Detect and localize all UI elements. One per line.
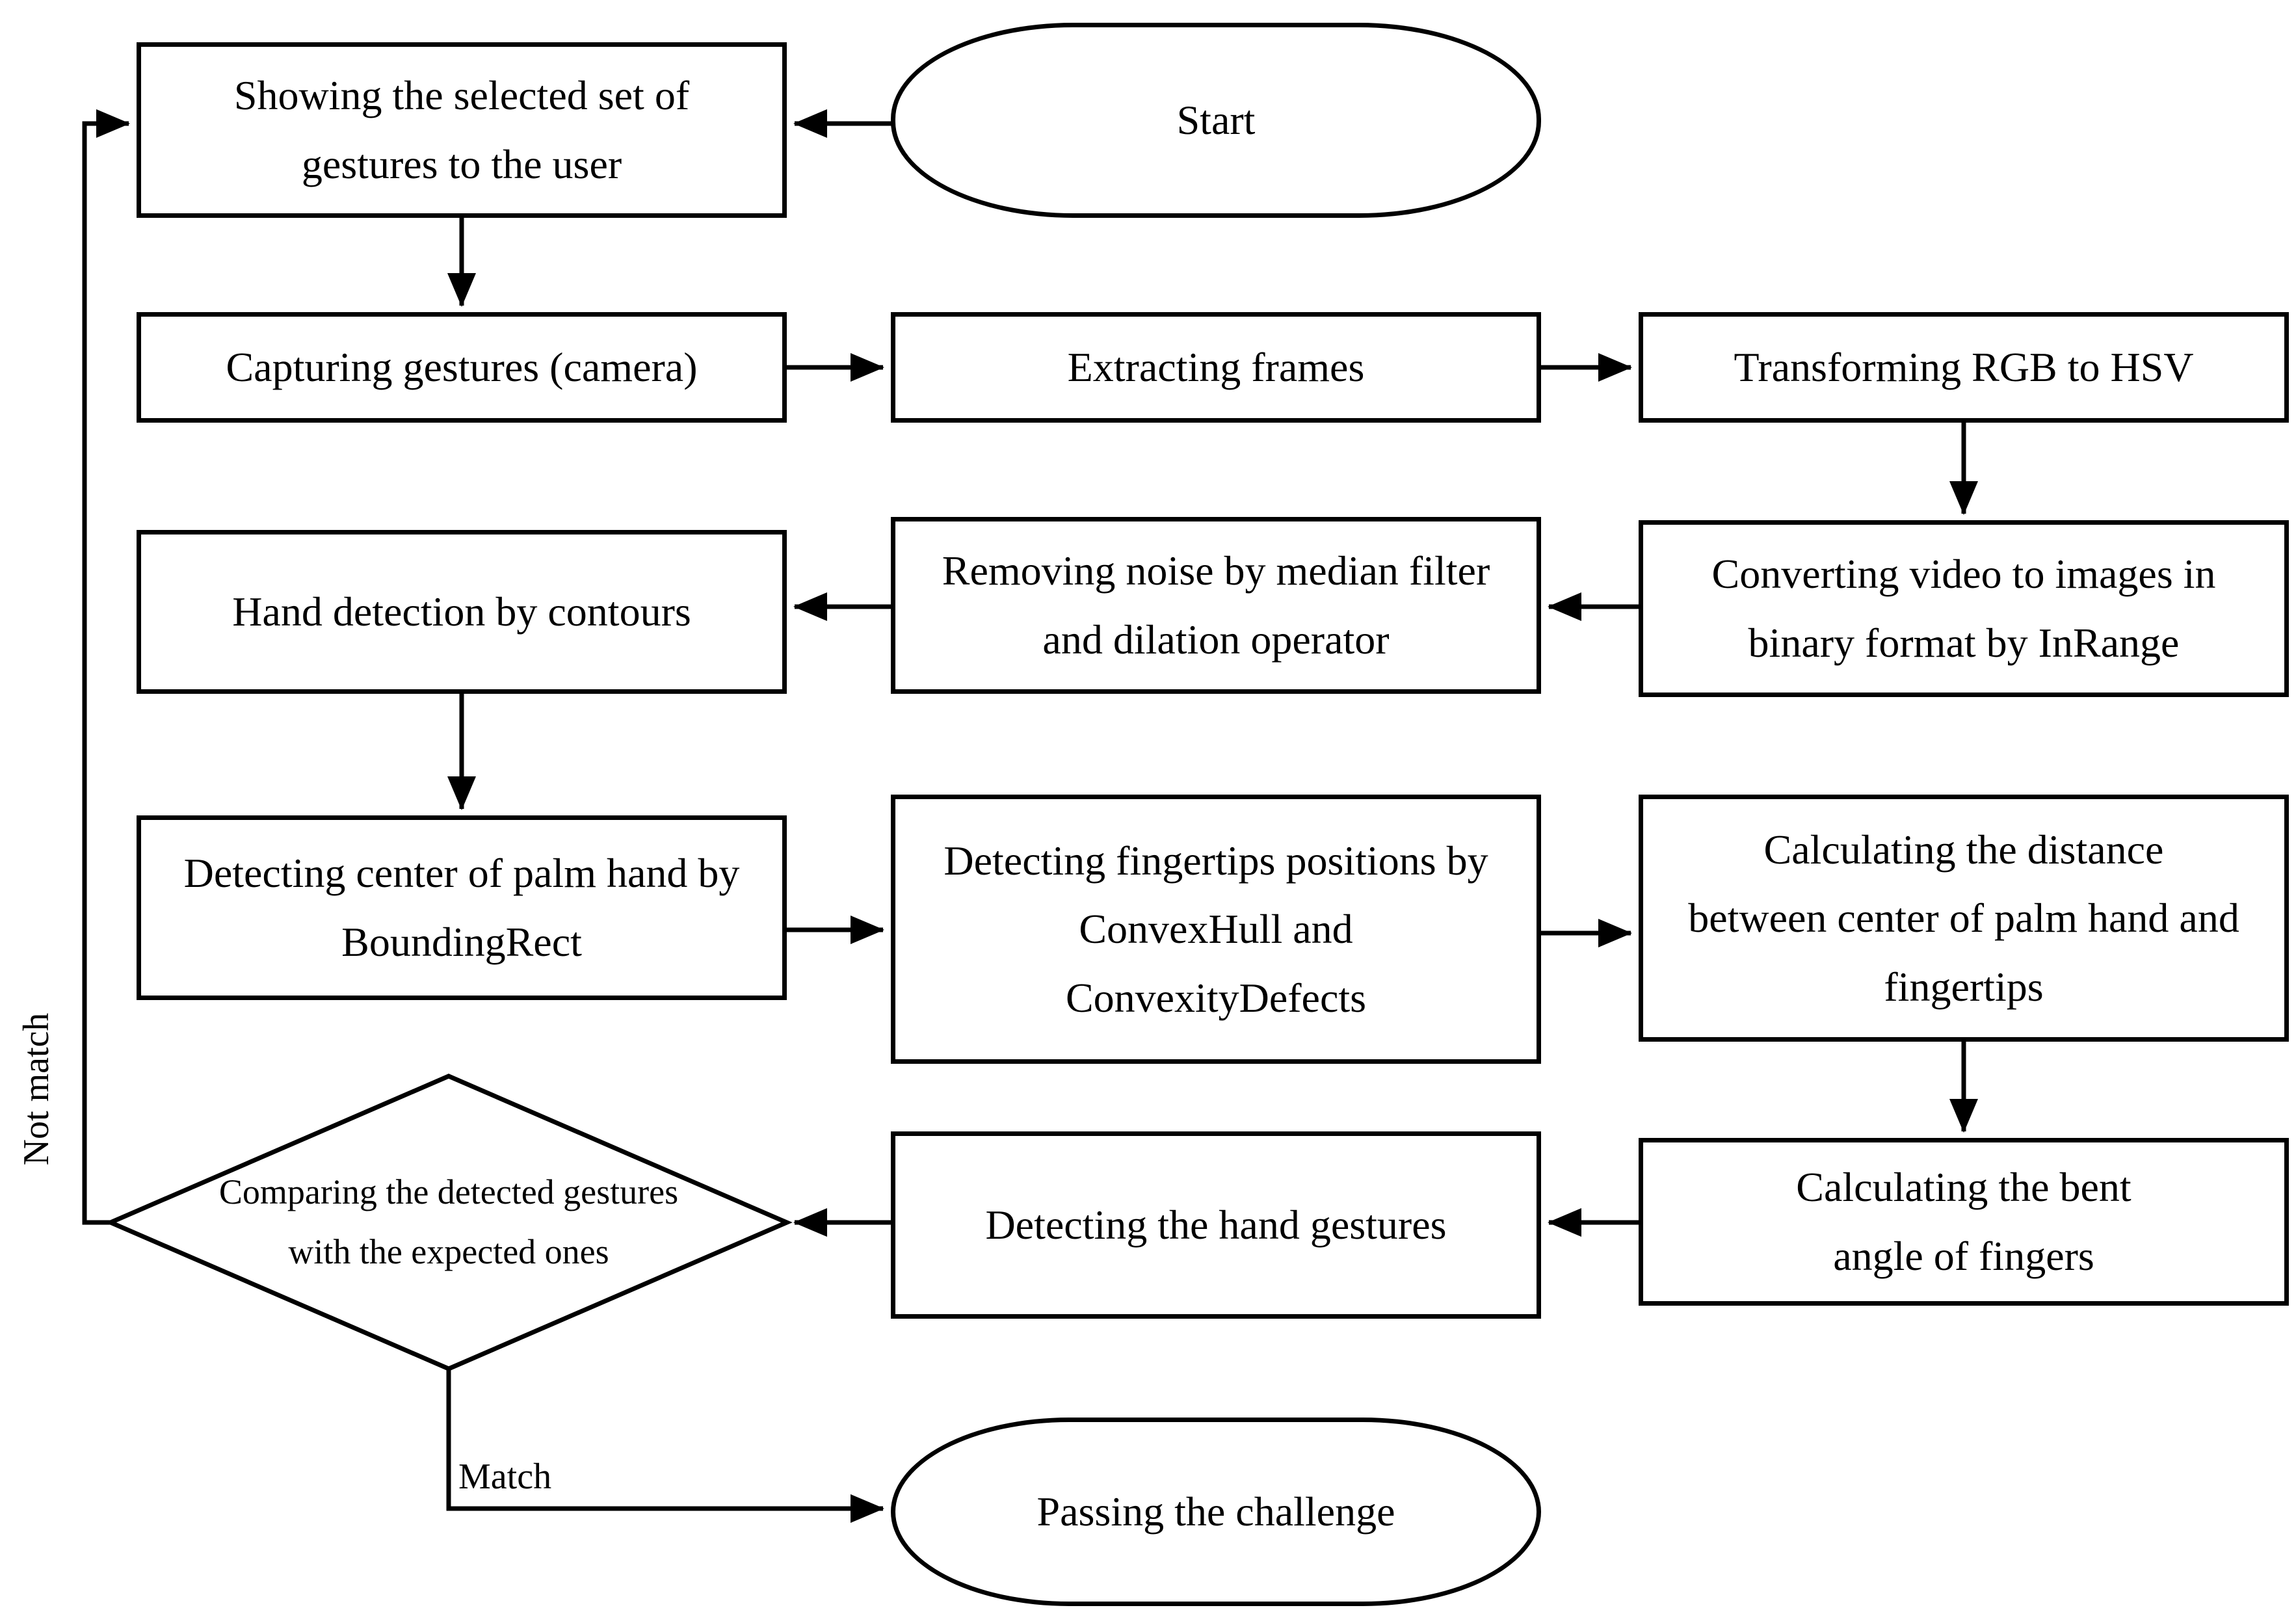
process-converting: Converting video to images in binary for… (1639, 520, 2289, 697)
process-converting-label: Converting video to images in binary for… (1711, 551, 2216, 666)
process-capturing: Capturing gestures (camera) (137, 312, 787, 423)
process-calc-bent-label: Calculating the bent angle of fingers (1796, 1164, 2131, 1279)
process-transforming-label: Transforming RGB to HSV (1734, 344, 2194, 391)
process-detect-gestures-label: Detecting the hand gestures (985, 1202, 1447, 1248)
process-removing-label: Removing noise by median filter and dila… (942, 548, 1490, 663)
process-transforming: Transforming RGB to HSV (1639, 312, 2289, 423)
terminator-start: Start (891, 23, 1541, 218)
process-show-gestures-label: Showing the selected set of gestures to … (233, 72, 690, 187)
terminator-start-label: Start (1176, 97, 1256, 144)
edge-label-not-match: Not match (16, 1012, 57, 1166)
process-capturing-label: Capturing gestures (camera) (226, 344, 698, 391)
edge-comparing-not-match-to-show-gestures (82, 109, 130, 1225)
process-calc-distance: Calculating the distance between center … (1639, 795, 2289, 1042)
decision-comparing: Comparing the detected gestures with the… (156, 1109, 741, 1336)
process-detect-gestures: Detecting the hand gestures (891, 1131, 1541, 1319)
process-detect-center: Detecting center of palm hand by Boundin… (137, 815, 787, 1000)
process-calc-bent: Calculating the bent angle of fingers (1639, 1138, 2289, 1306)
decision-comparing-label: Comparing the detected gestures with the… (218, 1172, 679, 1271)
process-detect-fingertips: Detecting fingertips positions by Convex… (891, 795, 1541, 1064)
process-detect-center-label: Detecting center of palm hand by Boundin… (183, 850, 740, 965)
process-show-gestures: Showing the selected set of gestures to … (137, 42, 787, 218)
process-hand-detection: Hand detection by contours (137, 530, 787, 694)
process-detect-fingertips-label: Detecting fingertips positions by Convex… (943, 837, 1488, 1021)
terminator-passing-label: Passing the challenge (1036, 1488, 1395, 1535)
edge-comparing-match-to-passing (446, 1369, 884, 1523)
process-extracting-label: Extracting frames (1067, 344, 1365, 391)
process-calc-distance-label: Calculating the distance between center … (1688, 826, 2239, 1010)
process-extracting: Extracting frames (891, 312, 1541, 423)
edge-label-match: Match (458, 1457, 552, 1497)
process-removing: Removing noise by median filter and dila… (891, 517, 1541, 694)
process-hand-detection-label: Hand detection by contours (232, 588, 691, 635)
terminator-passing: Passing the challenge (891, 1418, 1541, 1606)
